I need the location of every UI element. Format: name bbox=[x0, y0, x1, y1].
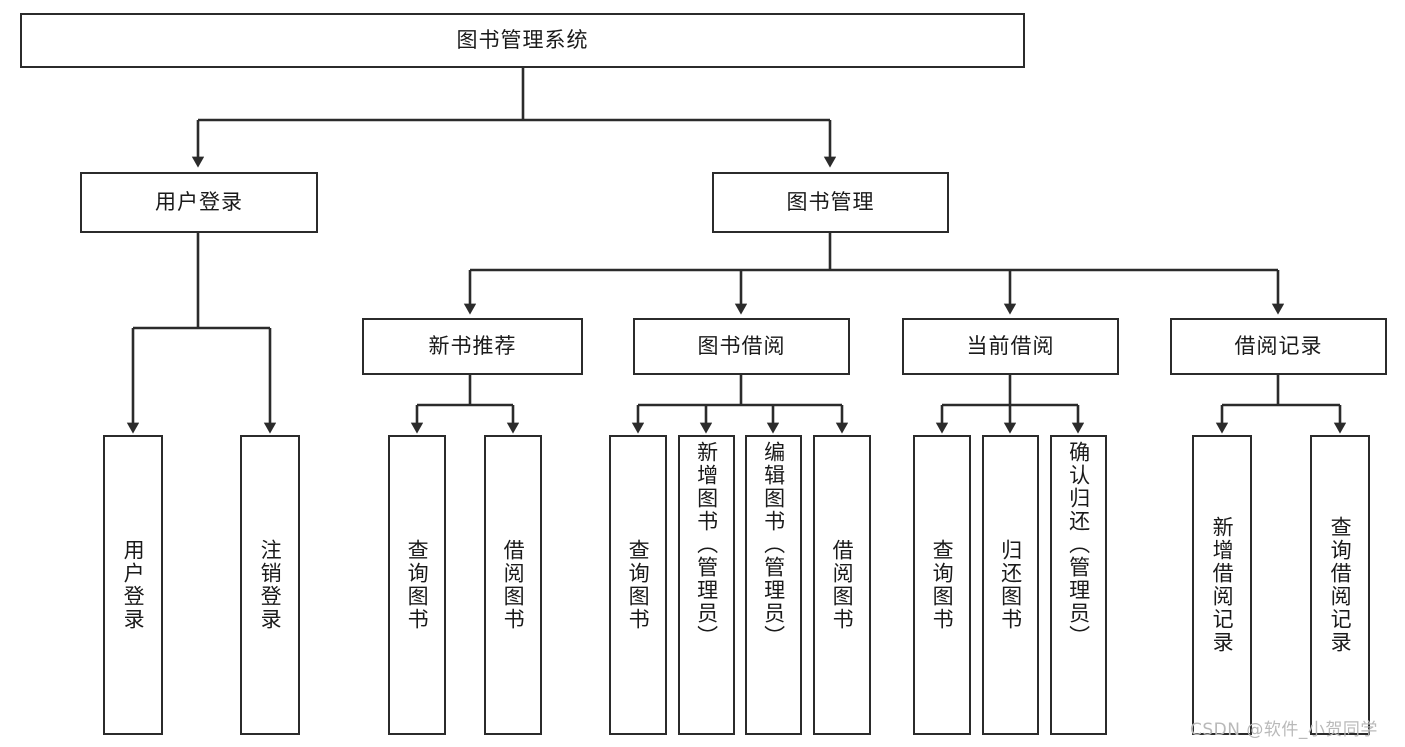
leaf-label: 新增图书（管理员） bbox=[694, 441, 719, 648]
node-user-login-label: 用户登录 bbox=[155, 189, 243, 214]
node-root[interactable]: 图书管理系统 bbox=[20, 13, 1025, 68]
node-root-label: 图书管理系统 bbox=[456, 27, 589, 52]
leaf-label: 归还图书 bbox=[998, 539, 1023, 631]
leaf-user-login-login[interactable]: 用户登录 bbox=[103, 435, 163, 735]
node-book-management-label: 图书管理 bbox=[786, 189, 875, 214]
leaf-borrow-query-book[interactable]: 查询图书 bbox=[609, 435, 667, 735]
leaf-label: 查询借阅记录 bbox=[1328, 516, 1353, 654]
node-borrow-records[interactable]: 借阅记录 bbox=[1170, 318, 1387, 375]
leaf-label: 新增借阅记录 bbox=[1210, 516, 1235, 654]
leaf-current-query-book[interactable]: 查询图书 bbox=[913, 435, 971, 735]
leaf-records-query-record[interactable]: 查询借阅记录 bbox=[1310, 435, 1370, 735]
leaf-borrow-borrow-book[interactable]: 借阅图书 bbox=[813, 435, 871, 735]
leaf-label: 借阅图书 bbox=[830, 539, 855, 631]
leaf-label: 确认归还（管理员） bbox=[1066, 441, 1091, 648]
leaf-label: 借阅图书 bbox=[501, 539, 526, 631]
csdn-watermark: CSDN @软件_小贺同学 bbox=[1190, 720, 1378, 740]
node-current-borrow-label: 当前借阅 bbox=[966, 333, 1055, 358]
node-book-management[interactable]: 图书管理 bbox=[712, 172, 949, 233]
leaf-borrow-add-book-admin[interactable]: 新增图书（管理员） bbox=[678, 435, 735, 735]
node-user-login[interactable]: 用户登录 bbox=[80, 172, 318, 233]
leaf-label: 查询图书 bbox=[405, 539, 430, 631]
leaf-current-return-book[interactable]: 归还图书 bbox=[982, 435, 1039, 735]
node-new-book-recommend-label: 新书推荐 bbox=[428, 333, 517, 358]
node-book-borrow[interactable]: 图书借阅 bbox=[633, 318, 850, 375]
leaf-recommend-borrow-book[interactable]: 借阅图书 bbox=[484, 435, 542, 735]
leaf-records-add-record[interactable]: 新增借阅记录 bbox=[1192, 435, 1252, 735]
node-book-borrow-label: 图书借阅 bbox=[697, 333, 786, 358]
leaf-current-confirm-return-admin[interactable]: 确认归还（管理员） bbox=[1050, 435, 1107, 735]
leaf-label: 用户登录 bbox=[121, 539, 146, 631]
leaf-label: 查询图书 bbox=[626, 539, 651, 631]
node-current-borrow[interactable]: 当前借阅 bbox=[902, 318, 1119, 375]
leaf-recommend-query-book[interactable]: 查询图书 bbox=[388, 435, 446, 735]
leaf-borrow-edit-book-admin[interactable]: 编辑图书（管理员） bbox=[745, 435, 802, 735]
node-borrow-records-label: 借阅记录 bbox=[1234, 333, 1323, 358]
leaf-label: 编辑图书（管理员） bbox=[761, 441, 786, 648]
leaf-label: 注销登录 bbox=[258, 539, 283, 631]
node-new-book-recommend[interactable]: 新书推荐 bbox=[362, 318, 583, 375]
leaf-label: 查询图书 bbox=[930, 539, 955, 631]
leaf-user-login-logout[interactable]: 注销登录 bbox=[240, 435, 300, 735]
